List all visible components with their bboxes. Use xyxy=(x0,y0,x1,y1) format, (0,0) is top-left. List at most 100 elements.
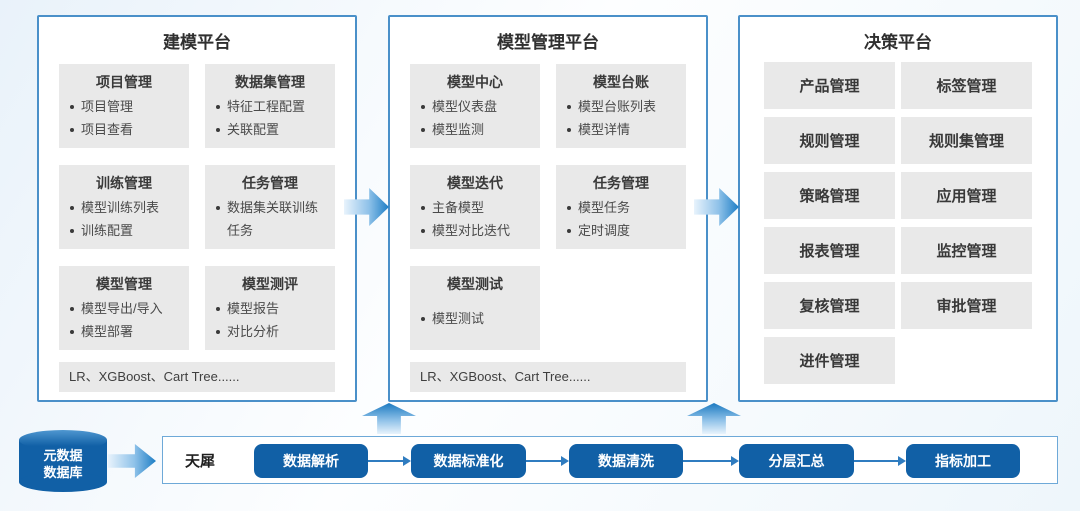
list-item: 模型监测 xyxy=(418,118,532,141)
pipeline-arrow-icon xyxy=(683,456,739,466)
model-management-platform-panel: 模型管理平台 模型中心 模型仪表盘 模型监测 模型台账 模型台账列表 模型详情 … xyxy=(388,15,708,402)
pipeline-arrow-icon xyxy=(368,456,411,466)
module-application-mgmt: 应用管理 xyxy=(901,172,1032,219)
database-label-line1: 元数据 xyxy=(43,448,83,463)
bullet-icon xyxy=(567,105,571,109)
module-grid: 产品管理 标签管理 规则管理 规则集管理 策略管理 应用管理 报表管理 监控管理… xyxy=(764,62,1032,384)
list-item: 项目查看 xyxy=(67,118,181,141)
list-item: 模型部署 xyxy=(67,320,181,343)
list-item: 关联配置 xyxy=(213,118,327,141)
card-title: 模型迭代 xyxy=(447,175,503,191)
list-item: 训练配置 xyxy=(67,219,181,242)
bullet-icon xyxy=(70,330,74,334)
metadata-database-cylinder: 元数据 数据库 xyxy=(19,430,107,492)
list-item: 模型测试 xyxy=(418,307,532,330)
list-item-label: 模型详情 xyxy=(578,122,631,137)
algorithms-footer: LR、XGBoost、Cart Tree...... xyxy=(410,362,686,392)
list-item: 定时调度 xyxy=(564,219,678,242)
cylinder-top xyxy=(19,430,107,450)
bullet-icon xyxy=(70,105,74,109)
card-title: 模型测试 xyxy=(447,276,503,292)
module-intake-mgmt: 进件管理 xyxy=(764,337,895,384)
list-item: 模型详情 xyxy=(564,118,678,141)
list-item-label: 模型导出/导入 xyxy=(81,301,163,316)
pipeline-arrow-icon xyxy=(854,456,906,466)
list-item: 数据集关联训练任务 xyxy=(213,196,327,242)
bullet-icon xyxy=(421,317,425,321)
modeling-platform-panel: 建模平台 项目管理 项目管理 项目查看 数据集管理 特征工程配置 关联配置 训练… xyxy=(37,15,357,402)
bullet-icon xyxy=(216,206,220,210)
card-grid: 项目管理 项目管理 项目查看 数据集管理 特征工程配置 关联配置 训练管理 模型… xyxy=(59,64,335,350)
module-rule-mgmt: 规则管理 xyxy=(764,117,895,164)
bullet-icon xyxy=(421,105,425,109)
list-item: 模型台账列表 xyxy=(564,95,678,118)
list-item: 模型训练列表 xyxy=(67,196,181,219)
list-item-label: 主备模型 xyxy=(432,200,485,215)
list-item: 模型报告 xyxy=(213,297,327,320)
database-label: 元数据 数据库 xyxy=(19,447,107,481)
bullet-icon xyxy=(70,307,74,311)
card-title: 训练管理 xyxy=(96,175,152,191)
list-item: 对比分析 xyxy=(213,320,327,343)
pipeline-step-layered-aggregation: 分层汇总 xyxy=(739,444,854,478)
card-title: 模型台账 xyxy=(593,74,649,90)
module-product-mgmt: 产品管理 xyxy=(764,62,895,109)
bullet-icon xyxy=(567,128,571,132)
bullet-icon xyxy=(216,128,220,132)
feature-card-model-ledger: 模型台账 模型台账列表 模型详情 xyxy=(556,64,686,148)
module-monitoring-mgmt: 监控管理 xyxy=(901,227,1032,274)
panel-title: 建模平台 xyxy=(163,33,231,52)
cylinder-bottom xyxy=(19,472,107,492)
module-tag-mgmt: 标签管理 xyxy=(901,62,1032,109)
list-item-label: 模型仪表盘 xyxy=(432,99,498,114)
module-strategy-mgmt: 策略管理 xyxy=(764,172,895,219)
list-item-label: 模型测试 xyxy=(432,311,485,326)
list-item: 模型导出/导入 xyxy=(67,297,181,320)
card-title: 模型测评 xyxy=(242,276,298,292)
feature-card-model-iteration: 模型迭代 主备模型 模型对比迭代 xyxy=(410,165,540,249)
pipeline-source-label: 天犀 xyxy=(185,453,216,470)
bullet-icon xyxy=(70,229,74,233)
arrow-db-to-pipeline-icon xyxy=(108,444,156,478)
list-item-label: 数据集关联训练任务 xyxy=(227,200,319,238)
card-grid: 模型中心 模型仪表盘 模型监测 模型台账 模型台账列表 模型详情 模型迭代 主备… xyxy=(410,64,686,350)
card-title: 任务管理 xyxy=(593,175,649,191)
list-item-label: 训练配置 xyxy=(81,223,134,238)
database-label-line2: 数据库 xyxy=(43,465,83,480)
bullet-icon xyxy=(567,229,571,233)
card-title: 模型中心 xyxy=(447,74,503,90)
bullet-icon xyxy=(216,330,220,334)
pipeline-step-data-standardization: 数据标准化 xyxy=(411,444,526,478)
feature-card-training-mgmt: 训练管理 模型训练列表 训练配置 xyxy=(59,165,189,249)
list-item-label: 模型台账列表 xyxy=(578,99,657,114)
bullet-icon xyxy=(70,206,74,210)
bullet-icon xyxy=(421,229,425,233)
card-title: 项目管理 xyxy=(96,74,152,90)
bullet-icon xyxy=(216,105,220,109)
card-title: 数据集管理 xyxy=(235,74,305,90)
list-item-label: 模型报告 xyxy=(227,301,280,316)
arrow-up-right-icon xyxy=(687,403,741,434)
feature-card-model-eval: 模型测评 模型报告 对比分析 xyxy=(205,266,335,350)
list-item-label: 项目查看 xyxy=(81,122,134,137)
list-item: 模型仪表盘 xyxy=(418,95,532,118)
pipeline-arrow-icon xyxy=(526,456,569,466)
list-item-label: 关联配置 xyxy=(227,122,280,137)
list-item: 项目管理 xyxy=(67,95,181,118)
feature-card-task-mgmt: 任务管理 模型任务 定时调度 xyxy=(556,165,686,249)
card-title: 模型管理 xyxy=(96,276,152,292)
list-item-label: 定时调度 xyxy=(578,223,631,238)
feature-card-model-center: 模型中心 模型仪表盘 模型监测 xyxy=(410,64,540,148)
panel-title: 模型管理平台 xyxy=(497,33,599,52)
algorithms-footer: LR、XGBoost、Cart Tree...... xyxy=(59,362,335,392)
module-review-mgmt: 复核管理 xyxy=(764,282,895,329)
bullet-icon xyxy=(216,307,220,311)
list-item-label: 特征工程配置 xyxy=(227,99,306,114)
bullet-icon xyxy=(421,206,425,210)
bullet-icon xyxy=(421,128,425,132)
feature-card-model-mgmt: 模型管理 模型导出/导入 模型部署 xyxy=(59,266,189,350)
arrow-up-left-icon xyxy=(362,403,416,434)
pipeline-step-data-cleansing: 数据清洗 xyxy=(569,444,683,478)
module-approval-mgmt: 审批管理 xyxy=(901,282,1032,329)
feature-card-dataset-mgmt: 数据集管理 特征工程配置 关联配置 xyxy=(205,64,335,148)
